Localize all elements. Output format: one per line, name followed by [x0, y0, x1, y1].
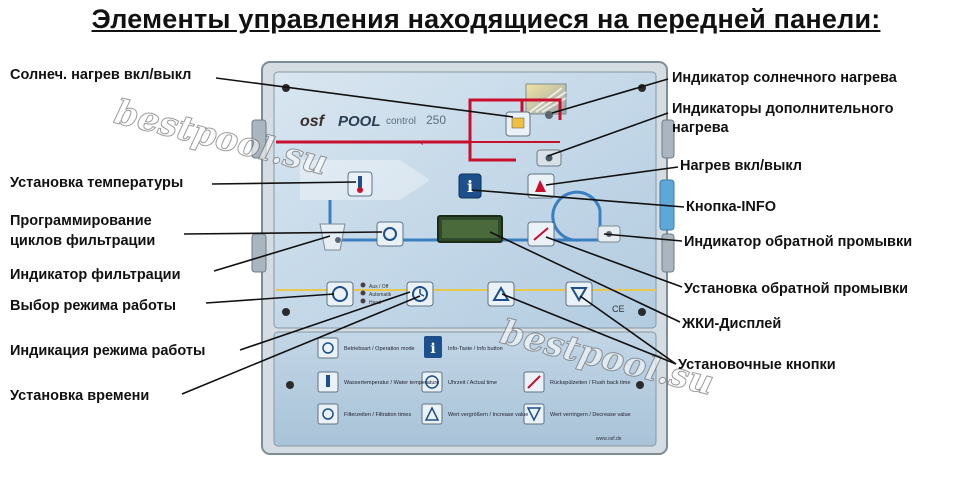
legend-text: Betriebsart / Operation mode	[344, 346, 415, 352]
label-heat-onoff: Нагрев вкл/выкл	[680, 158, 802, 174]
label-backwash-indicator: Индикатор обратной промывки	[684, 234, 913, 250]
svg-text:i: i	[467, 177, 473, 196]
svg-text:250: 250	[426, 113, 446, 127]
legend-text: Wert verringern / Decrease value	[550, 412, 631, 418]
page-title: Элементы управления находящиеся на перед…	[91, 4, 881, 34]
mode-led-label: Hand	[369, 300, 381, 306]
brand-logo: osf	[300, 113, 326, 130]
label-time-set: Установка времени	[10, 388, 150, 404]
mode-led-label: Aus / Off	[369, 284, 389, 290]
legend-text: Info-Taste / Info button	[448, 346, 503, 352]
extra-heat-indicator	[536, 149, 562, 167]
label-filter-indicator: Индикатор фильтрации	[10, 267, 181, 283]
legend-clock-icon	[421, 371, 443, 393]
temp-set-button[interactable]	[347, 171, 373, 197]
svg-text:i: i	[430, 341, 435, 357]
mode-select-button[interactable]	[326, 281, 354, 307]
legend-backwash-icon	[523, 371, 545, 393]
legend-text: Filterzeiten / Filtration times	[344, 412, 411, 418]
label-temp-set: Установка температуры	[10, 175, 184, 191]
legend-temp-icon	[317, 371, 339, 393]
label-extra-heat-2: нагрева	[672, 120, 729, 136]
label-extra-heat-1: Индикаторы дополнительного	[672, 101, 894, 117]
solar-indicator-led	[545, 111, 553, 119]
label-info-button: Кнопка-INFO	[686, 199, 777, 215]
backwash-indicator	[597, 225, 621, 243]
website: www.osf.de	[596, 436, 622, 442]
legend-info-icon: i	[424, 336, 442, 358]
svg-text:CE: CE	[612, 304, 625, 314]
legend-text: Rückspülzeiten / Flush back time	[550, 380, 630, 386]
label-mode-indicator: Индикация режима работы	[10, 343, 206, 359]
legend-text: Wassertemperatur / Water temperature	[344, 380, 439, 386]
up-button[interactable]	[487, 281, 515, 307]
label-solar-onoff: Солнеч. нагрев вкл/выкл	[10, 67, 192, 83]
label-backwash-set: Установка обратной промывки	[684, 281, 909, 297]
label-solar-indicator: Индикатор солнечного нагрева	[672, 70, 897, 86]
legend-mode-icon	[317, 337, 339, 359]
label-lcd: ЖКИ-Дисплей	[682, 316, 782, 332]
down-button[interactable]	[565, 281, 593, 307]
legend-text: Wert vergrößern / Increase value	[448, 412, 528, 418]
label-filter-program-1: Программирование	[10, 213, 152, 229]
backwash-set-button[interactable]	[527, 221, 555, 247]
label-mode-select: Выбор режима работы	[10, 298, 176, 314]
heat-onoff-button[interactable]	[527, 173, 555, 199]
mode-led-label: Automatik	[369, 292, 392, 298]
legend-up-icon	[421, 403, 443, 425]
svg-text:control: control	[386, 116, 416, 127]
label-filter-program-2: циклов фильтрации	[10, 233, 156, 249]
legend-down-icon	[523, 403, 545, 425]
info-button[interactable]: i	[458, 173, 482, 199]
legend-filter-icon	[317, 403, 339, 425]
legend-text: Uhrzeit / Actual time	[448, 380, 497, 386]
filter-indicator	[319, 223, 346, 251]
svg-text:←: ←	[420, 138, 428, 149]
solar-onoff-button[interactable]	[505, 111, 531, 137]
model-name: POOL	[338, 113, 381, 130]
time-set-button[interactable]	[406, 281, 434, 307]
label-setting-buttons: Установочные кнопки	[678, 357, 836, 373]
filter-program-button[interactable]	[376, 221, 404, 247]
